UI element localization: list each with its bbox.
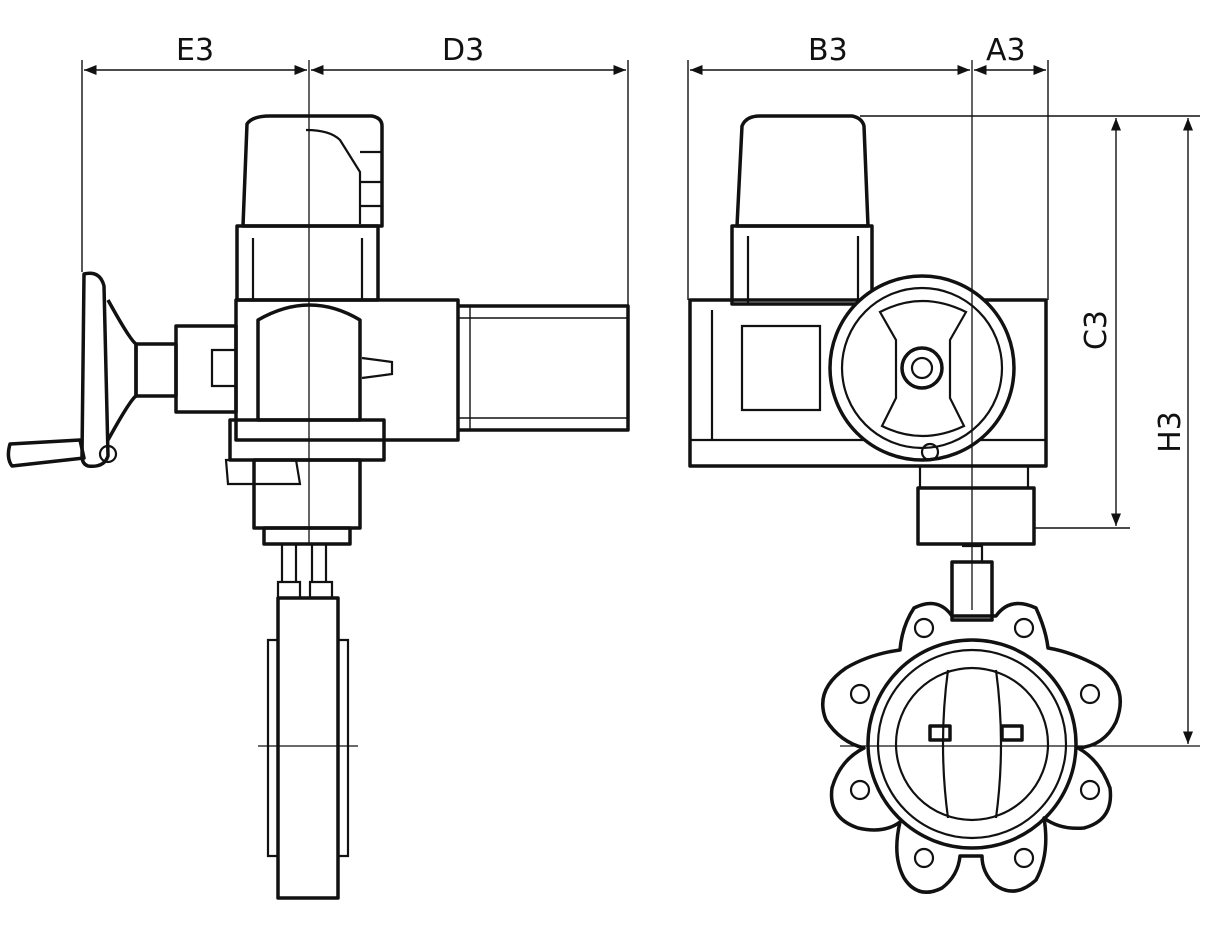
label-a3: A3 [986,33,1026,68]
label-h3: H3 [1153,411,1188,453]
front-view [688,60,1200,894]
side-view [6,60,630,900]
label-e3: E3 [176,33,214,68]
dimension-labels: E3 D3 B3 A3 C3 H3 [176,33,1188,453]
label-c3: C3 [1079,310,1114,350]
label-d3: D3 [442,33,484,68]
dimension-lines [81,60,1200,744]
label-b3: B3 [808,33,848,68]
